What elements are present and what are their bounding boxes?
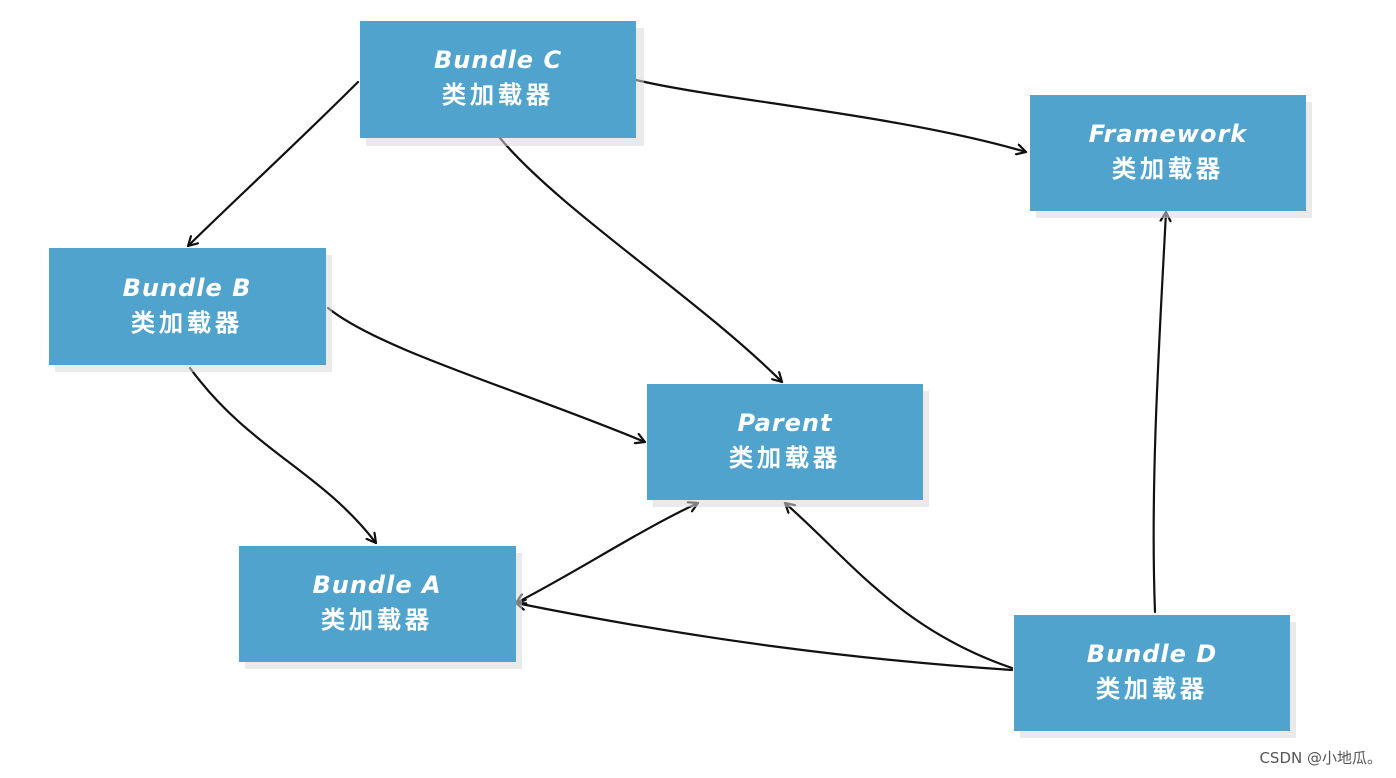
node-bundle-a[interactable]: Bundle A 类加载器: [239, 546, 522, 669]
edge-bundle-a-parent-bidirectional: [514, 503, 700, 603]
node-bundle-c[interactable]: Bundle C 类加载器: [360, 21, 644, 146]
edge-bundle-c-to-framework: [634, 78, 1028, 152]
node-bundle-c-box: [360, 21, 636, 138]
node-framework-box: [1030, 95, 1306, 211]
node-bundle-d-box: [1014, 615, 1290, 731]
edge-bundle-d-to-framework: [1152, 210, 1166, 614]
edge-bundle-b-to-bundle-a: [188, 366, 378, 545]
node-bundle-b-box: [49, 248, 326, 365]
node-bundle-a-subtitle: 类加载器: [321, 606, 433, 634]
node-bundle-a-box: [239, 546, 516, 662]
node-parent[interactable]: Parent 类加载器: [647, 384, 929, 507]
edge-bundle-d-to-parent: [783, 503, 1014, 670]
edges: [186, 78, 1166, 672]
node-bundle-c-subtitle: 类加载器: [442, 81, 554, 109]
node-bundle-d-subtitle: 类加载器: [1096, 675, 1208, 703]
node-bundle-d[interactable]: Bundle D 类加载器: [1014, 615, 1296, 738]
node-bundle-a-title: Bundle A: [312, 571, 441, 599]
node-bundle-b[interactable]: Bundle B 类加载器: [49, 248, 332, 372]
edge-bundle-c-to-bundle-b: [186, 80, 360, 248]
node-parent-title: Parent: [738, 409, 833, 437]
node-framework-subtitle: 类加载器: [1112, 155, 1224, 183]
node-framework-title: Framework: [1089, 120, 1249, 148]
node-bundle-c-title: Bundle C: [434, 46, 562, 74]
watermark: CSDN @小地瓜。: [1259, 749, 1382, 767]
edge-bundle-d-to-bundle-a: [514, 603, 1014, 672]
node-bundle-b-subtitle: 类加载器: [131, 309, 243, 337]
edge-bundle-b-to-parent: [326, 306, 647, 442]
node-bundle-b-title: Bundle B: [123, 274, 252, 302]
node-bundle-d-title: Bundle D: [1087, 640, 1217, 668]
edge-bundle-c-to-parent: [498, 136, 784, 384]
node-parent-box: [647, 384, 923, 500]
node-parent-subtitle: 类加载器: [729, 444, 841, 472]
node-framework[interactable]: Framework 类加载器: [1030, 95, 1312, 218]
